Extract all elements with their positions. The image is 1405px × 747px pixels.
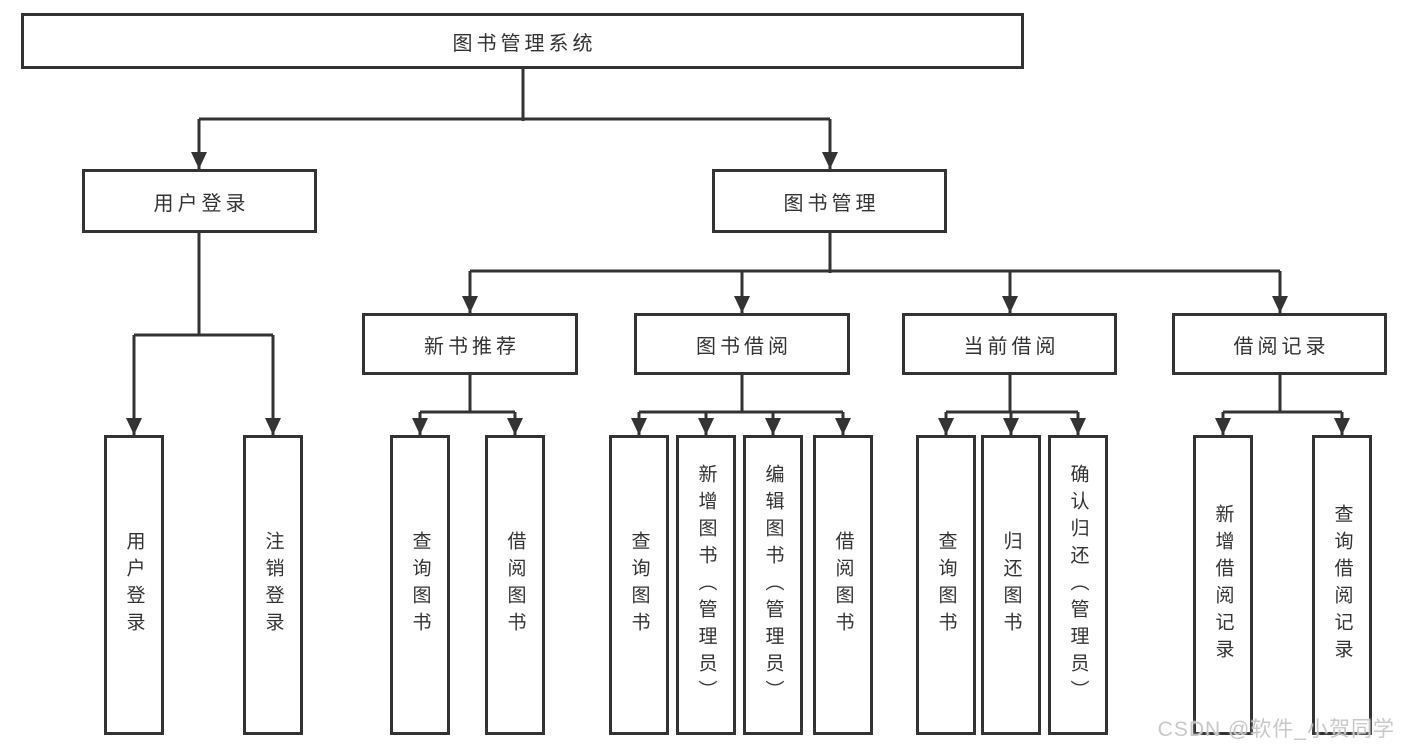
node-label: 查询图书 bbox=[628, 531, 650, 639]
leaf-confirm-return-admin: 确认归还（管理员） bbox=[1048, 435, 1108, 735]
node-label: 用户登录 bbox=[153, 192, 250, 215]
leaf-query-books-borrow: 查询图书 bbox=[609, 435, 669, 735]
node-label: 查询图书 bbox=[409, 531, 431, 639]
leaf-user-login: 用户登录 bbox=[104, 435, 164, 735]
node-label: 注销登录 bbox=[262, 531, 284, 639]
leaf-query-books-recommend: 查询图书 bbox=[390, 435, 450, 735]
leaf-logout: 注销登录 bbox=[243, 435, 303, 735]
leaf-add-books-admin: 新增图书（管理员） bbox=[676, 435, 736, 735]
node-new-book-recommend: 新书推荐 bbox=[362, 313, 578, 375]
node-label: 确认归还（管理员） bbox=[1067, 463, 1089, 707]
node-user-login: 用户登录 bbox=[82, 169, 317, 233]
node-label: 查询图书 bbox=[935, 531, 957, 639]
node-label: 当前借阅 bbox=[963, 335, 1060, 358]
node-label: 借阅图书 bbox=[832, 531, 854, 639]
node-book-borrow: 图书借阅 bbox=[634, 313, 850, 375]
node-book-management: 图书管理 bbox=[712, 169, 947, 233]
node-label: 新增图书（管理员） bbox=[695, 463, 717, 707]
node-label: 图书借阅 bbox=[696, 335, 792, 358]
node-label: 归还图书 bbox=[1000, 531, 1022, 639]
csdn-watermark: CSDN @软件_小贺同学 bbox=[1157, 718, 1395, 741]
node-label: 借阅图书 bbox=[504, 531, 526, 639]
node-label: 图书管理 bbox=[783, 192, 880, 215]
node-label: 新增借阅记录 bbox=[1212, 504, 1234, 666]
node-current-borrow: 当前借阅 bbox=[902, 313, 1117, 375]
leaf-return-books: 归还图书 bbox=[981, 435, 1041, 735]
leaf-borrow-books: 借阅图书 bbox=[813, 435, 873, 735]
leaf-add-borrow-record: 新增借阅记录 bbox=[1193, 435, 1253, 735]
node-label: 新书推荐 bbox=[424, 335, 520, 358]
leaf-edit-books-admin: 编辑图书（管理员） bbox=[743, 435, 803, 735]
node-label: 用户登录 bbox=[123, 531, 145, 639]
node-label: 查询借阅记录 bbox=[1331, 504, 1353, 666]
node-label: 图书管理系统 bbox=[452, 32, 597, 55]
node-borrow-records: 借阅记录 bbox=[1172, 313, 1387, 375]
node-root-system: 图书管理系统 bbox=[21, 13, 1024, 69]
node-label: 编辑图书（管理员） bbox=[762, 463, 784, 707]
node-label: 借阅记录 bbox=[1233, 335, 1330, 358]
leaf-query-borrow-record: 查询借阅记录 bbox=[1312, 435, 1372, 735]
leaf-query-books-current: 查询图书 bbox=[916, 435, 976, 735]
leaf-borrow-books-recommend: 借阅图书 bbox=[485, 435, 545, 735]
